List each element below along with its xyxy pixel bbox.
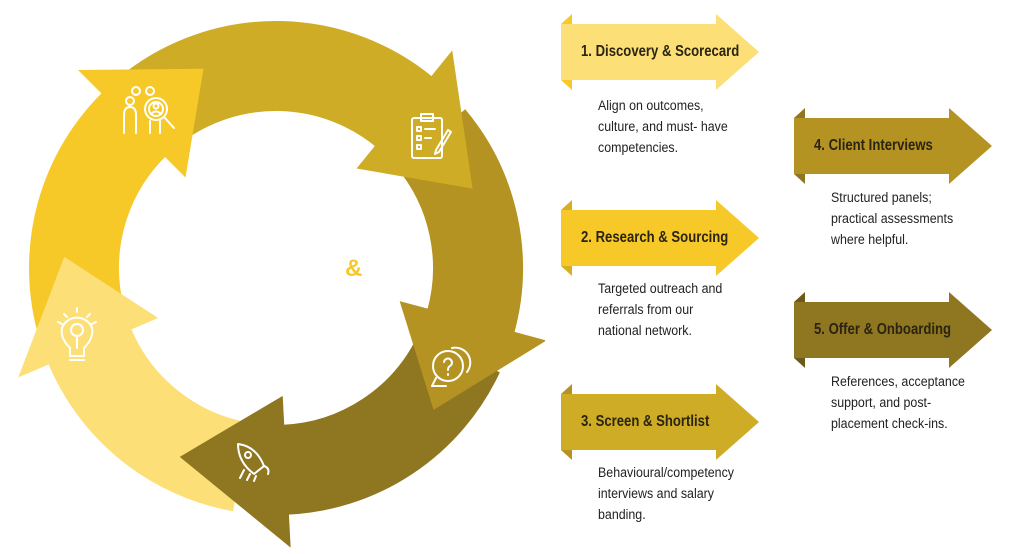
desc-line: culture, and must- have	[598, 119, 728, 134]
step-3-banner: 3. Screen & Shortlist	[561, 384, 759, 462]
cycle-arrow-bottom-head	[179, 395, 291, 548]
clipboard-checklist-icon	[411, 113, 452, 159]
cycle-arrow-right-head	[399, 301, 545, 410]
arrow-banner-shape	[561, 14, 759, 90]
arrow-banner-shape	[794, 292, 992, 368]
step-3-description: Behavioural/competency interviews and sal…	[598, 462, 734, 525]
desc-line: practical assessments	[831, 211, 954, 226]
cycle-arrow-yellow-head	[78, 68, 204, 178]
desc-line: interviews and salary	[598, 486, 714, 501]
desc-line: Behavioural/competency	[598, 465, 735, 480]
desc-line: References, acceptance	[831, 374, 965, 389]
desc-line: referrals from our	[598, 302, 694, 317]
step-2-title: 2. Research & Sourcing	[581, 229, 729, 246]
desc-line: Targeted outreach and	[598, 281, 723, 296]
desc-line: support, and post-	[831, 395, 932, 410]
step-5-description: References, acceptance support, and post-…	[831, 371, 965, 434]
desc-line: placement check-ins.	[831, 416, 948, 431]
desc-line: national network.	[598, 323, 692, 338]
arrow-banner-shape	[561, 384, 759, 460]
step-3-title: 3. Screen & Shortlist	[581, 413, 710, 430]
desc-line: where helpful.	[831, 232, 909, 247]
step-1-description: Align on outcomes, culture, and must- hav…	[598, 95, 728, 158]
desc-line: competencies.	[598, 140, 679, 155]
desc-line: Structured panels;	[831, 190, 932, 205]
step-1-banner: 1. Discovery & Scorecard	[561, 14, 759, 92]
lightbulb-icon	[57, 307, 97, 361]
question-chat-icon	[431, 346, 472, 387]
rocket-icon	[237, 443, 270, 482]
center-ampersand: &	[345, 255, 363, 282]
cycle-arrow-top-head	[356, 50, 473, 189]
step-2-description: Targeted outreach and referrals from our n…	[598, 278, 722, 341]
desc-line: banding.	[598, 507, 646, 522]
step-4-banner: 4. Client Interviews	[794, 108, 992, 186]
arrow-banner-shape	[561, 200, 759, 276]
step-2-banner: 2. Research & Sourcing	[561, 200, 759, 278]
step-4-title: 4. Client Interviews	[814, 137, 933, 154]
people-search-icon	[123, 86, 175, 134]
arrow-banner-shape	[794, 108, 992, 184]
step-1-title: 1. Discovery & Scorecard	[581, 43, 740, 60]
step-4-description: Structured panels; practical assessments w…	[831, 187, 953, 250]
desc-line: Align on outcomes,	[598, 98, 704, 113]
process-cycle-diagram	[18, 21, 545, 548]
step-5-title: 5. Offer & Onboarding	[814, 321, 952, 338]
step-5-banner: 5. Offer & Onboarding	[794, 292, 992, 370]
